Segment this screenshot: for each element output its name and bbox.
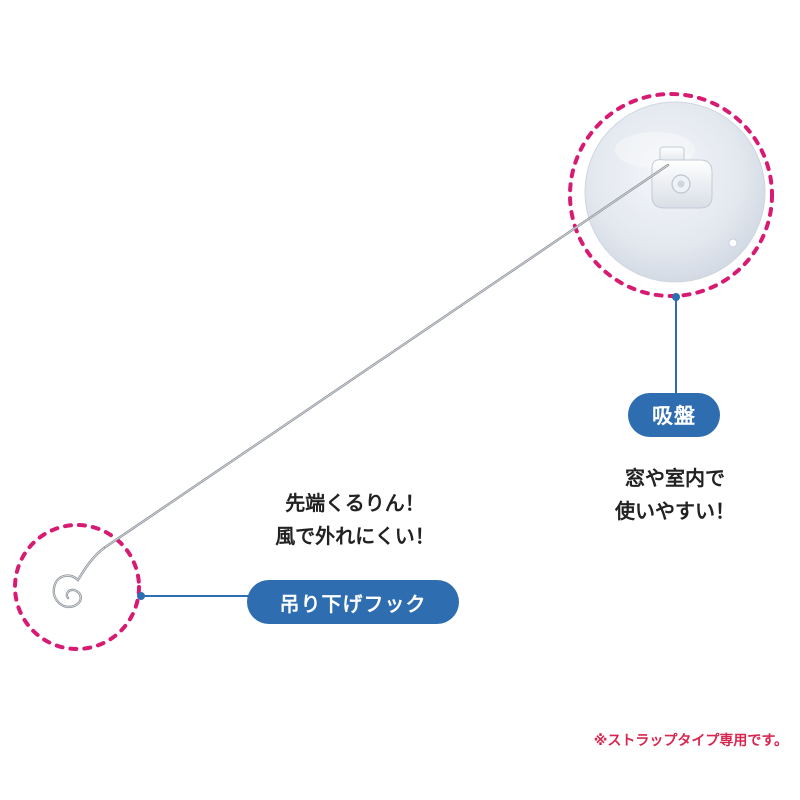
hook-highlight-circle bbox=[13, 523, 141, 651]
curl-hook-icon bbox=[52, 546, 106, 609]
suction-cup-knob bbox=[651, 146, 713, 209]
suction-cup-caption: 窓や室内で 使いやすい！ bbox=[560, 462, 790, 528]
hook-caption-line-2: 風で外れにくい！ bbox=[275, 524, 435, 548]
hook-connector bbox=[137, 592, 250, 600]
hook-caption: 先端くるりん！ 風で外れにくい！ bbox=[220, 487, 490, 553]
suction-highlight-circle bbox=[568, 92, 774, 298]
suction-caption-line-1: 窓や室内で bbox=[625, 466, 725, 490]
suction-cup-icon bbox=[584, 101, 766, 283]
suction-caption-line-2: 使いやすい！ bbox=[615, 499, 735, 523]
hook-caption-line-1: 先端くるりん！ bbox=[285, 491, 425, 515]
suction-cup-label: 吸盤 bbox=[628, 393, 720, 437]
footnote: ※ストラップタイプ専用です。 bbox=[593, 733, 788, 749]
suction-connector bbox=[672, 293, 680, 394]
hook-label: 吊り下げフック bbox=[247, 580, 459, 624]
strap-wire bbox=[102, 163, 670, 550]
